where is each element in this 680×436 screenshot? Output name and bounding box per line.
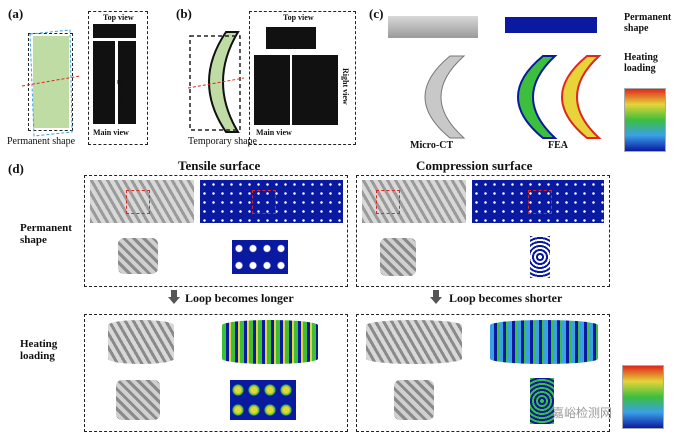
panel-a-right-view-label: Right view <box>117 72 126 109</box>
panel-b-main-view-image <box>254 55 290 125</box>
fea-flat-sample <box>505 17 597 33</box>
compression-heated-fea <box>490 320 598 364</box>
panel-a-views-frame <box>88 11 148 145</box>
fea-color-legend <box>624 88 666 152</box>
compression-ct-zoom-box <box>376 190 400 214</box>
loop-becomes-shorter-label: Loop becomes shorter <box>449 291 563 305</box>
tensile-heated-fea <box>222 320 318 364</box>
fea-curved-sample <box>517 55 602 139</box>
panel-a-top-view-label: Top view <box>103 13 134 22</box>
panel-b-caption: Temporary shape <box>188 136 257 147</box>
microct-label: Micro-CT <box>410 140 454 151</box>
compression-heated-fea-zoom <box>530 378 554 424</box>
tensile-ct-zoom-image <box>118 238 158 274</box>
compression-microct-strip <box>362 180 466 223</box>
panel-a-main-view-label: Main view <box>93 128 129 137</box>
panel-a-sample <box>33 36 69 128</box>
compression-fea-zoom-image <box>530 236 550 278</box>
tensile-ct-zoom-box <box>126 190 150 214</box>
panel-b-top-view-image <box>266 27 316 49</box>
permanent-shape-row-label: Permanent shape <box>20 222 72 246</box>
tensile-fea-strip <box>200 180 343 223</box>
panel-d-label: (d) <box>8 161 24 176</box>
tensile-down-arrow <box>168 290 180 304</box>
panel-a-frame <box>28 33 73 131</box>
panel-b-label: (b) <box>176 6 192 21</box>
panel-c-label: (c) <box>369 6 384 21</box>
compression-fea-zoom-box <box>528 190 552 214</box>
tensile-fea-zoom-image <box>232 240 288 274</box>
compression-heated-ct-zoom <box>394 380 434 420</box>
panel-a-top-view-image <box>93 24 136 38</box>
microct-flat-sample <box>388 16 478 38</box>
panel-c-row1-label: Permanent shape <box>624 12 672 34</box>
compression-heated-microct <box>366 320 462 364</box>
tensile-microct-strip <box>90 180 194 223</box>
panel-a-label: (a) <box>8 6 24 21</box>
panel-a-outline <box>22 29 81 137</box>
tensile-heated-fea-zoom <box>230 380 296 420</box>
fea-label: FEA <box>548 140 568 151</box>
microct-curved-sample <box>424 55 466 139</box>
loop-becomes-longer-label: Loop becomes longer <box>185 291 294 305</box>
panel-b-top-view-label: Top view <box>283 13 314 22</box>
tensile-heating-frame <box>84 314 348 432</box>
panel-b-main-view-label: Main view <box>256 128 292 137</box>
compression-ct-zoom-image <box>380 238 416 276</box>
panel-b-right-view-image <box>292 55 338 125</box>
panel-b-right-view-label: Right view <box>341 68 350 105</box>
tensile-fea-zoom-box <box>252 190 276 214</box>
panel-a-main-view-image <box>93 41 115 124</box>
watermark: 嘉峪检测网 <box>552 406 613 420</box>
panel-a-caption: Permanent shape <box>7 136 76 147</box>
tensile-permanent-frame <box>84 175 348 287</box>
panel-b-sample <box>187 31 245 133</box>
panel-b-views-frame <box>249 11 356 145</box>
compression-permanent-frame <box>356 175 610 287</box>
panel-a-right-view-image <box>118 41 136 124</box>
fea-color-legend-bottom <box>622 365 664 429</box>
tensile-surface-title: Tensile surface <box>178 158 261 173</box>
compression-down-arrow <box>430 290 442 304</box>
compression-fea-strip <box>472 180 604 223</box>
compression-surface-title: Compression surface <box>416 158 533 173</box>
compression-heating-frame <box>356 314 610 432</box>
tensile-heated-ct-zoom <box>116 380 160 420</box>
heating-loading-row-label: Heating loading <box>20 338 58 362</box>
panel-c-row2-label: Heating loading <box>624 52 658 74</box>
tensile-heated-microct <box>108 320 174 364</box>
